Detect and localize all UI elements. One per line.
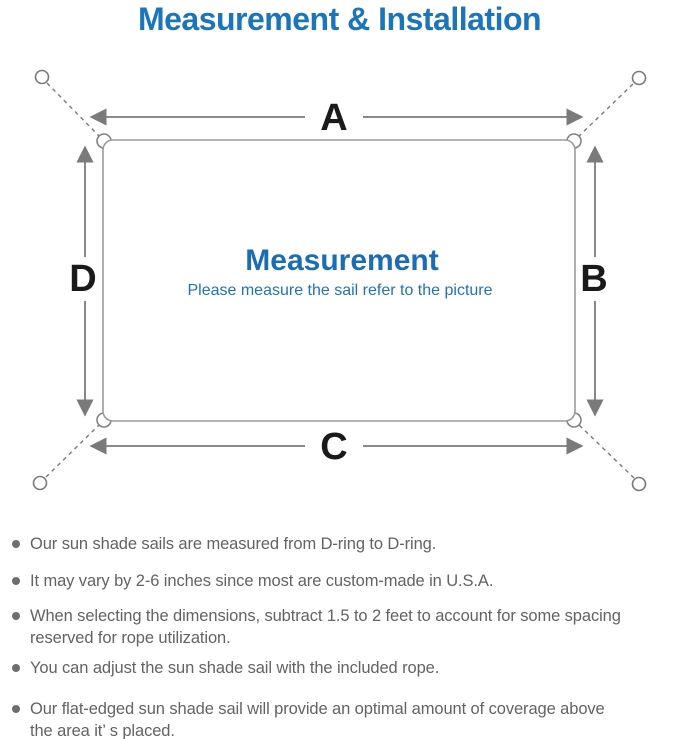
diagram-center-subtitle: Please measure the sail refer to the pic…	[187, 282, 492, 299]
dimension-label-d: D	[69, 258, 96, 300]
anchor-point-bottom-right	[631, 476, 647, 492]
note-text: It may vary by 2-6 inches since most are…	[30, 572, 494, 590]
bullet-dot-icon	[12, 612, 20, 620]
tether-line-top-left	[46, 82, 101, 138]
dimension-label-b: B	[580, 258, 607, 300]
note-text: Our sun shade sails are measured from D-…	[30, 535, 437, 553]
measurement-diagram: A C D B Measurement Please measure the s…	[0, 55, 679, 515]
anchor-point-bottom-left	[32, 475, 48, 491]
bullet-dot-icon	[12, 664, 20, 672]
note-item: Our flat-edged sun shade sail will provi…	[10, 698, 630, 739]
note-item: Our sun shade sails are measured from D-…	[10, 533, 678, 555]
note-item: You can adjust the sun shade sail with t…	[10, 657, 678, 679]
sail-outline	[102, 139, 576, 422]
note-text: Our flat-edged sun shade sail will provi…	[30, 700, 605, 739]
anchor-point-top-left	[34, 69, 50, 85]
note-text: You can adjust the sun shade sail with t…	[30, 659, 440, 677]
bullet-dot-icon	[12, 577, 20, 585]
dimension-label-c: C	[320, 426, 347, 468]
page-title: Measurement & Installation	[137, 1, 542, 37]
bullet-dot-icon	[12, 540, 20, 548]
tether-line-bottom-left	[45, 423, 101, 478]
tether-line-top-right	[577, 83, 634, 138]
note-item: It may vary by 2-6 inches since most are…	[10, 570, 678, 592]
note-item: When selecting the dimensions, subtract …	[10, 605, 678, 649]
dimension-label-a: A	[320, 97, 347, 139]
diagram-center-title: Measurement	[245, 244, 438, 277]
bullet-dot-icon	[12, 705, 20, 713]
note-text: When selecting the dimensions, subtract …	[30, 607, 621, 647]
anchor-point-top-right	[631, 70, 647, 86]
tether-line-bottom-right	[577, 423, 635, 479]
measurement-diagram-svg: A C D B Measurement Please measure the s…	[32, 69, 647, 492]
